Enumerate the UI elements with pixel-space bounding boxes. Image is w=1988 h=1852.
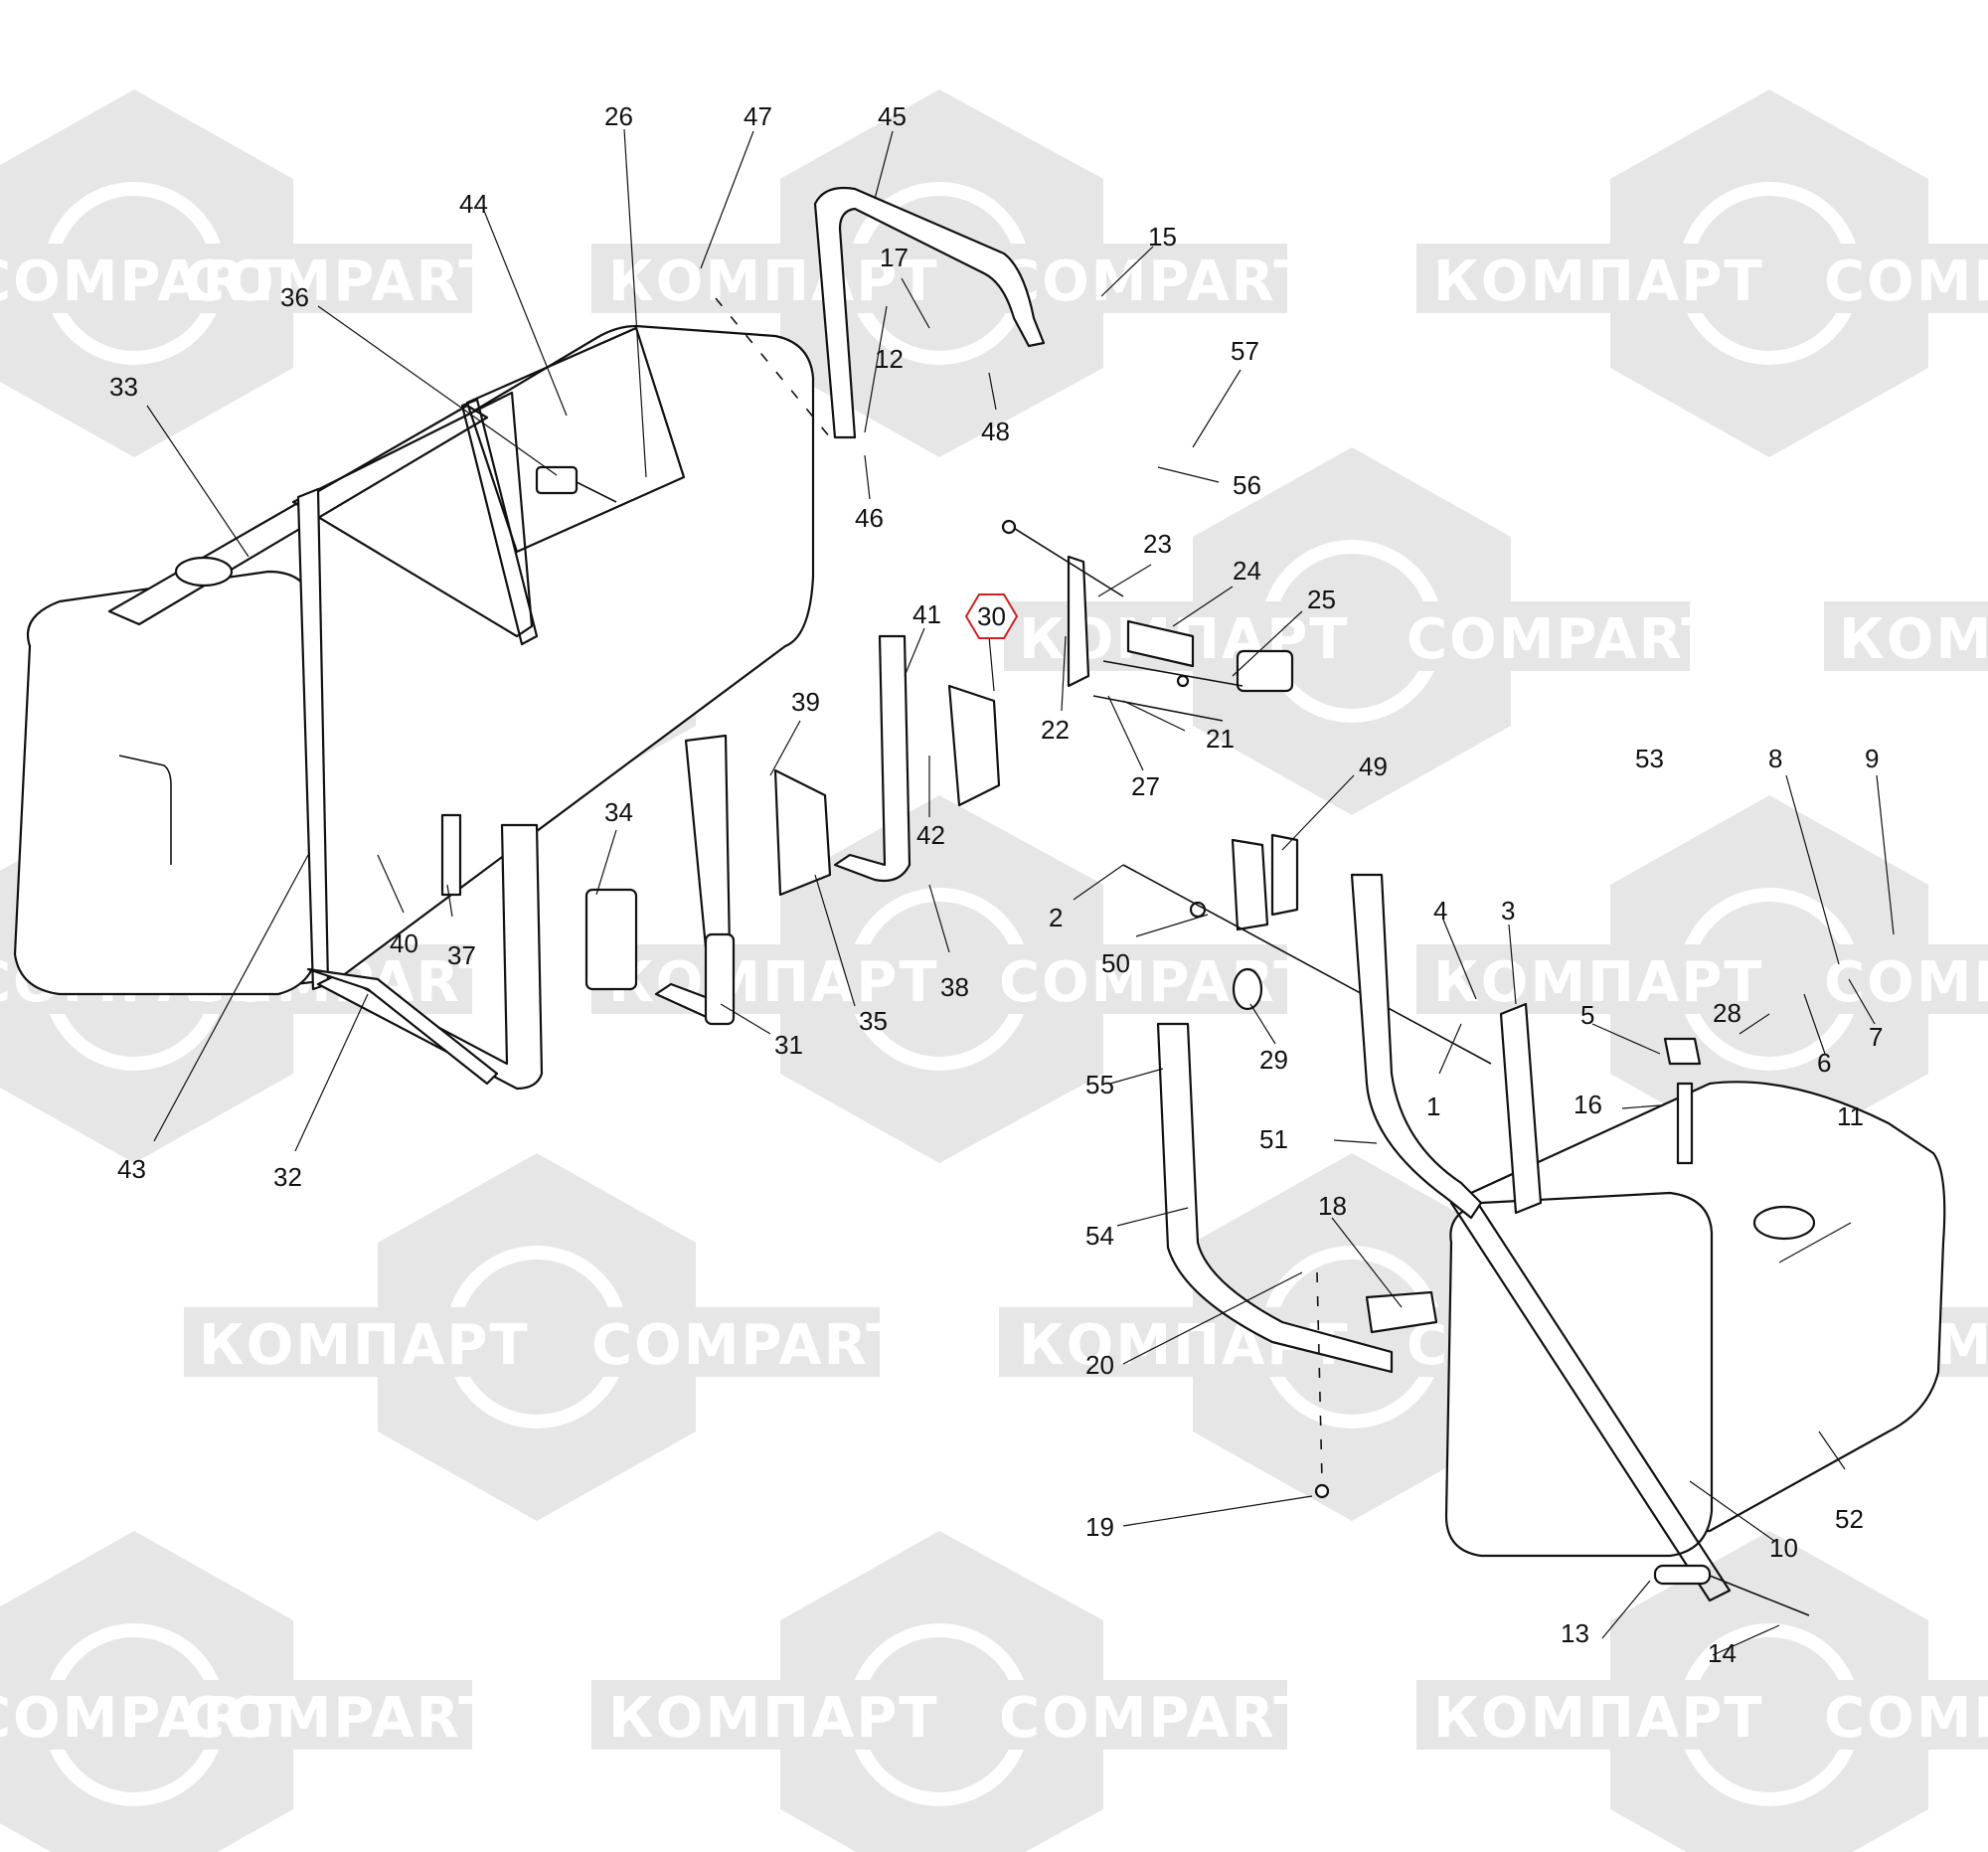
watermark-text: COMPART xyxy=(1824,950,1988,1015)
watermark-text: КОМПАРТ xyxy=(1433,950,1764,1015)
right-brackets xyxy=(1156,873,1543,1499)
callout-56[interactable]: 56 xyxy=(1233,470,1261,500)
watermark-text: COMPART xyxy=(184,250,498,314)
callout-2[interactable]: 2 xyxy=(1049,903,1063,932)
callout-37[interactable]: 37 xyxy=(447,940,476,970)
callout-17[interactable]: 17 xyxy=(880,243,909,272)
callout-48[interactable]: 48 xyxy=(981,417,1010,446)
callout-9[interactable]: 9 xyxy=(1865,744,1879,773)
watermark-text: COMPART xyxy=(999,1686,1313,1751)
watermark-text: КОМПАРТ xyxy=(1839,607,1988,672)
watermark-text: COMPART xyxy=(999,250,1313,314)
callout-53[interactable]: 53 xyxy=(1635,744,1664,773)
callout-13[interactable]: 13 xyxy=(1561,1618,1589,1648)
watermark-text: КОМПАРТ xyxy=(608,250,939,314)
callout-40[interactable]: 40 xyxy=(390,928,418,958)
callout-39[interactable]: 39 xyxy=(791,687,820,717)
callout-30[interactable]: 30 xyxy=(977,601,1006,631)
callout-16[interactable]: 16 xyxy=(1574,1090,1602,1119)
callout-24[interactable]: 24 xyxy=(1233,556,1261,586)
right-fuel-tank xyxy=(1444,1037,1946,1616)
left-fuel-tank xyxy=(13,324,815,996)
watermark-text: COMPART xyxy=(1824,250,1988,314)
callout-51[interactable]: 51 xyxy=(1259,1124,1288,1154)
callout-7[interactable]: 7 xyxy=(1869,1022,1883,1052)
callout-46[interactable]: 46 xyxy=(855,503,884,533)
callout-34[interactable]: 34 xyxy=(604,797,633,827)
watermark-text: COMPART xyxy=(0,250,284,314)
callout-52[interactable]: 52 xyxy=(1835,1504,1864,1534)
callout-29[interactable]: 29 xyxy=(1259,1045,1288,1075)
watermark-text: COMPART xyxy=(591,1313,906,1378)
callout-33[interactable]: 33 xyxy=(109,372,138,402)
watermark-text: COMPART xyxy=(1824,1686,1988,1751)
callout-28[interactable]: 28 xyxy=(1713,998,1741,1028)
callout-21[interactable]: 21 xyxy=(1206,724,1235,754)
callout-5[interactable]: 5 xyxy=(1580,1000,1594,1030)
callout-38[interactable]: 38 xyxy=(940,972,969,1002)
watermark-text: COMPART xyxy=(1407,607,1721,672)
callout-44[interactable]: 44 xyxy=(459,189,488,219)
callout-49[interactable]: 49 xyxy=(1359,752,1388,781)
callout-35[interactable]: 35 xyxy=(859,1006,888,1036)
callout-42[interactable]: 42 xyxy=(916,820,945,850)
callout-43[interactable]: 43 xyxy=(117,1154,146,1184)
callout-12[interactable]: 12 xyxy=(875,344,904,374)
watermark-text: КОМПАРТ xyxy=(608,1686,939,1751)
callout-3[interactable]: 3 xyxy=(1501,896,1515,926)
callout-27[interactable]: 27 xyxy=(1131,771,1160,801)
callout-14[interactable]: 14 xyxy=(1708,1638,1737,1668)
callout-45[interactable]: 45 xyxy=(878,101,907,131)
watermark-text: КОМПАРТ xyxy=(608,950,939,1015)
callouts: 1 2 3 4 5 6 7 8 9 10 11 12 13 14 15 16 1… xyxy=(109,101,1883,1668)
callout-20[interactable]: 20 xyxy=(1085,1350,1114,1380)
leader-lines xyxy=(146,128,1895,1656)
callout-25[interactable]: 25 xyxy=(1307,585,1336,614)
watermark-text: КОМПАРТ xyxy=(1433,250,1764,314)
callout-4[interactable]: 4 xyxy=(1433,896,1447,926)
callout-36[interactable]: 36 xyxy=(280,282,309,312)
callout-31[interactable]: 31 xyxy=(774,1030,803,1060)
callout-23[interactable]: 23 xyxy=(1143,529,1172,559)
callout-50[interactable]: 50 xyxy=(1101,948,1130,978)
watermark-text: КОМПАРТ xyxy=(199,1313,530,1378)
callout-6[interactable]: 6 xyxy=(1817,1048,1831,1078)
callout-22[interactable]: 22 xyxy=(1041,715,1070,745)
callout-11[interactable]: 11 xyxy=(1837,1101,1864,1131)
upper-strap xyxy=(715,186,1046,439)
callout-57[interactable]: 57 xyxy=(1231,336,1259,366)
callout-15[interactable]: 15 xyxy=(1148,222,1177,252)
callout-18[interactable]: 18 xyxy=(1318,1191,1347,1221)
left-brackets xyxy=(306,634,1001,1091)
callout-8[interactable]: 8 xyxy=(1768,744,1782,773)
center-hardware xyxy=(1001,519,1492,1065)
callout-1[interactable]: 1 xyxy=(1426,1092,1440,1121)
callout-47[interactable]: 47 xyxy=(744,101,772,131)
callout-10[interactable]: 10 xyxy=(1769,1533,1798,1563)
watermark-text: COMPART xyxy=(184,1686,498,1751)
watermark-text: COMPART xyxy=(999,950,1313,1015)
callout-26[interactable]: 26 xyxy=(604,101,633,131)
callout-54[interactable]: 54 xyxy=(1085,1221,1114,1251)
highlight-badge xyxy=(964,593,1019,639)
callout-55[interactable]: 55 xyxy=(1085,1070,1114,1099)
watermark-text: КОМПАРТ xyxy=(1433,1686,1764,1751)
callout-41[interactable]: 41 xyxy=(912,599,941,629)
callout-19[interactable]: 19 xyxy=(1085,1512,1114,1542)
callout-32[interactable]: 32 xyxy=(273,1162,302,1192)
watermark-text: COMPART xyxy=(0,1686,284,1751)
